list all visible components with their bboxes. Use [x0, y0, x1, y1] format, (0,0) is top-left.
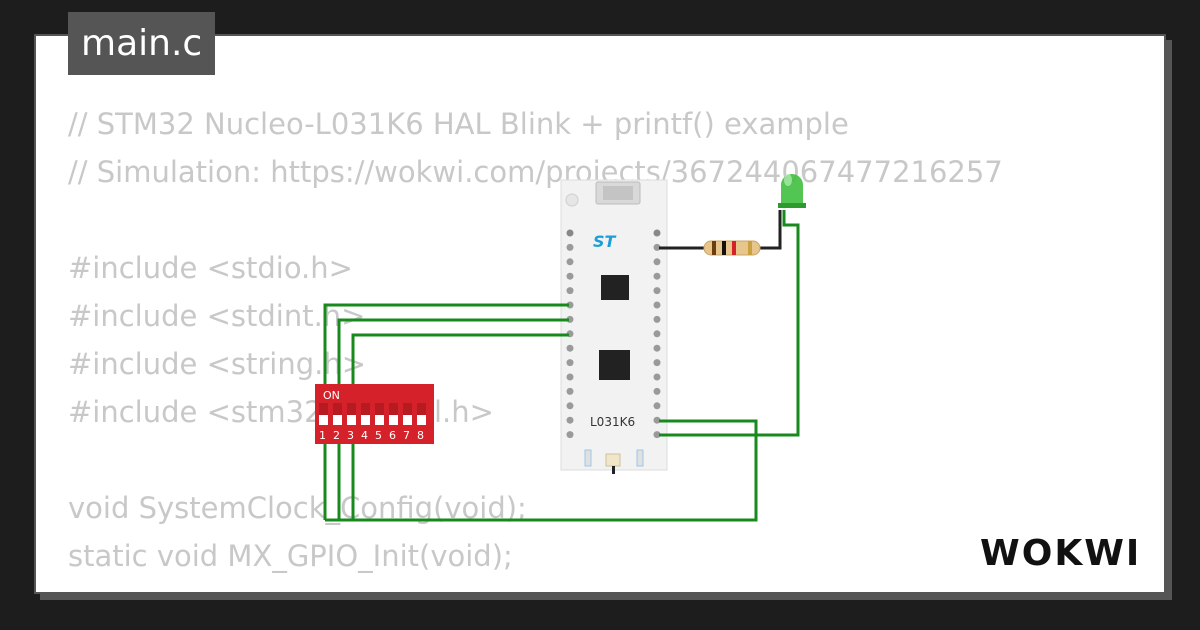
usb-port	[603, 186, 633, 200]
header-pin	[653, 243, 661, 251]
resistor-band-1	[712, 241, 716, 255]
header-pin	[566, 402, 574, 410]
wire-ground-bus	[325, 419, 758, 522]
dip-toggle[interactable]	[347, 415, 356, 425]
dip-slot[interactable]	[403, 403, 412, 425]
header-pin	[653, 359, 661, 367]
dip-toggle[interactable]	[319, 415, 328, 425]
header-pin	[566, 373, 574, 381]
led-green[interactable]	[778, 174, 806, 208]
header-pin	[653, 301, 661, 309]
reset-button	[605, 453, 621, 467]
wire-resistor-led	[758, 210, 782, 250]
wires	[323, 210, 800, 522]
header-pin	[566, 258, 574, 266]
code-line: /* USER CODE BEGIN PFP */	[68, 580, 1003, 592]
wire-dip3	[351, 333, 569, 520]
dip-slots	[319, 403, 426, 425]
header-pin	[653, 330, 661, 338]
header-pin	[566, 416, 574, 424]
header-pin	[653, 287, 661, 295]
header-pin	[566, 301, 574, 309]
dip-slot[interactable]	[319, 403, 328, 425]
code-line: static void MX_GPIO_Init(void);	[68, 539, 513, 573]
board-pcb	[560, 179, 668, 471]
dip-number: 3	[347, 429, 354, 442]
st-logo: ST	[593, 232, 617, 251]
dip-number: 6	[389, 429, 396, 442]
dip-toggle[interactable]	[361, 415, 370, 425]
code-line: #include <stdio.h>	[68, 251, 353, 285]
header-pin	[653, 229, 661, 237]
code-line: // STM32 Nucleo-L031K6 HAL Blink + print…	[68, 107, 849, 141]
wire-led-cathode	[659, 210, 800, 437]
resistor[interactable]	[703, 240, 761, 256]
dip-slot[interactable]	[361, 403, 370, 425]
nucleo-board[interactable]: ST L031K6	[560, 179, 668, 474]
resistor-band-2	[722, 241, 726, 255]
dip-on-label: ON	[323, 389, 340, 402]
header-pin	[566, 344, 574, 352]
header-pin	[653, 387, 661, 395]
file-tab[interactable]: main.c	[68, 12, 216, 75]
reset-button-left	[565, 193, 579, 207]
led-indicator-left	[584, 449, 592, 467]
dip-number: 5	[375, 429, 382, 442]
header-pin	[653, 344, 661, 352]
chip-small	[601, 275, 629, 300]
dip-number: 2	[333, 429, 340, 442]
header-pin	[653, 416, 661, 424]
led-highlight	[784, 174, 792, 186]
chip-mcu	[599, 350, 630, 380]
dip-number: 4	[361, 429, 368, 442]
dip-slot[interactable]	[333, 403, 342, 425]
header-pin	[566, 287, 574, 295]
resistor-band-3	[732, 241, 736, 255]
header-pin	[566, 272, 574, 280]
dip-toggle[interactable]	[389, 415, 398, 425]
wire-dip1	[323, 303, 569, 520]
button-leg	[612, 466, 615, 474]
dip-slot[interactable]	[389, 403, 398, 425]
dip-number: 7	[403, 429, 410, 442]
pin-header-left	[566, 229, 574, 439]
header-pin	[653, 258, 661, 266]
dip-slot[interactable]	[417, 403, 426, 425]
led-rim	[778, 203, 806, 208]
led-indicator-right	[636, 449, 644, 467]
pin-header-right	[653, 229, 661, 439]
wokwi-logo-text: WOKWI	[980, 533, 1141, 574]
dip-toggle[interactable]	[417, 415, 426, 425]
wire-dip2	[337, 318, 569, 520]
header-pin	[653, 402, 661, 410]
header-pin	[566, 243, 574, 251]
dip-switch[interactable]: ON 1 2 3 4 5 6 7 8	[315, 384, 434, 444]
resistor-band-4	[748, 241, 752, 255]
header-pin	[653, 272, 661, 280]
dip-slot[interactable]	[347, 403, 356, 425]
wokwi-logo: WOKWI	[980, 533, 1141, 574]
header-pin	[566, 431, 574, 439]
dip-toggle[interactable]	[375, 415, 384, 425]
dip-slot[interactable]	[375, 403, 384, 425]
dip-number: 1	[319, 429, 326, 442]
header-pin	[653, 431, 661, 439]
dip-toggle[interactable]	[403, 415, 412, 425]
header-pin	[653, 315, 661, 323]
dip-toggle[interactable]	[333, 415, 342, 425]
board-label: L031K6	[590, 415, 635, 429]
header-pin	[566, 387, 574, 395]
dip-number: 8	[417, 429, 424, 442]
header-pin	[566, 229, 574, 237]
header-pin	[566, 359, 574, 367]
header-pin	[653, 373, 661, 381]
